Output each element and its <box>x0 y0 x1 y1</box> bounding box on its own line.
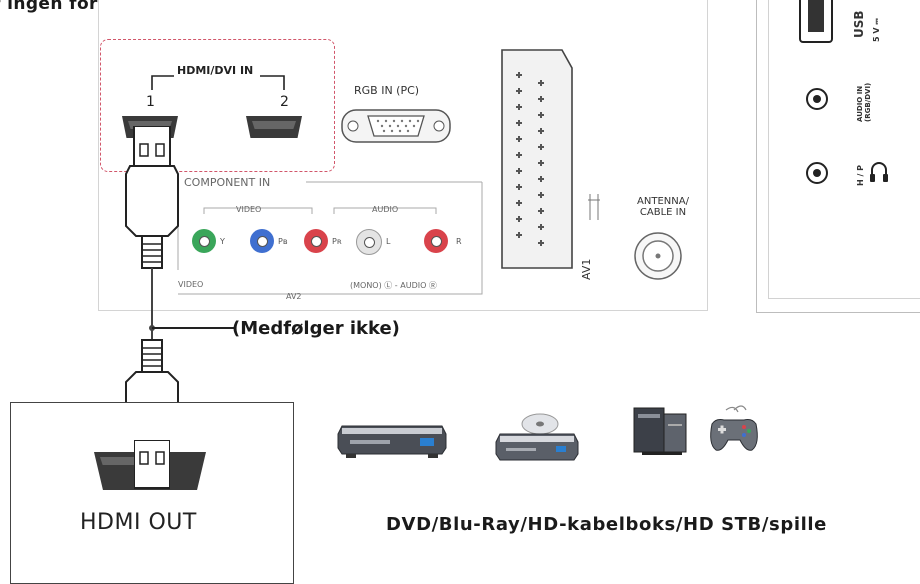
antenna-label: ANTENNA/ CABLE IN <box>618 196 708 218</box>
game-controller-icon <box>710 405 758 451</box>
pr-label: Pʀ <box>332 237 342 246</box>
hdmi-highlight-frame <box>100 39 335 172</box>
dvd-player-icon <box>337 425 447 458</box>
callout-line <box>152 327 236 329</box>
audio-in-label: AUDIO IN (RGB/DVI) <box>856 82 872 122</box>
hdmi-port-2-label: 2 <box>280 94 289 110</box>
hdmi-port-1-label: 1 <box>146 94 155 110</box>
y-jack-icon <box>192 229 216 253</box>
audio-l-jack-icon <box>356 229 382 255</box>
hdmi-port-icon <box>246 116 302 138</box>
audio-group-label: AUDIO <box>372 205 399 214</box>
antenna-label-line2: CABLE IN <box>639 207 687 218</box>
source-device-box <box>10 402 294 584</box>
y-label: Y <box>220 237 225 246</box>
hdmi-out-label: HDMI OUT <box>80 510 197 535</box>
video-label: VIDEO <box>178 280 204 289</box>
vga-port-icon <box>341 109 451 143</box>
scart-symbol-icon <box>588 194 600 220</box>
video-group-label: VIDEO <box>236 205 262 214</box>
hp-label: H / P <box>856 164 865 186</box>
av1-label: AV1 <box>580 258 593 280</box>
av2-label: AV2 <box>286 292 302 301</box>
headphone-jack-icon <box>806 162 828 184</box>
usb-port-icon <box>799 0 833 43</box>
headphone-icon <box>870 162 888 182</box>
component-in-label: COMPONENT IN <box>184 176 271 189</box>
antenna-label-line1: ANTENNA/ <box>637 196 689 207</box>
l-label: L <box>386 237 391 246</box>
rgb-in-label: RGB IN (PC) <box>354 84 420 97</box>
r-label: R <box>456 237 462 246</box>
side-connection-panel <box>756 0 920 313</box>
audio-in-jack-icon <box>806 88 828 110</box>
devices-caption: DVD/Blu-Ray/HD-kabelboks/HD STB/spille <box>386 514 827 535</box>
usb-power-label: 5 V ⎓ <box>872 18 881 42</box>
side-panel-inner <box>768 0 920 299</box>
usb-label: USB <box>852 10 866 38</box>
pb-label: Pʙ <box>278 237 288 246</box>
mono-audio-label: (MONO) Ⓛ - AUDIO Ⓡ <box>350 281 437 290</box>
pr-jack-icon <box>304 229 328 253</box>
rear-connection-panel <box>98 0 708 311</box>
hdmi-plug-inserted <box>134 440 170 489</box>
hdmi-group-label: HDMI/DVI IN <box>174 64 257 77</box>
cable-not-included-note: (Medfølger ikke) <box>232 318 400 339</box>
hdmi-bracket <box>151 75 285 90</box>
pb-jack-icon <box>250 229 274 253</box>
audio-r-jack-icon <box>424 229 448 253</box>
settop-box-icon <box>633 407 687 455</box>
coax-port-icon <box>634 232 682 280</box>
scart-port-icon <box>501 49 573 269</box>
bluray-player-icon <box>495 413 579 461</box>
